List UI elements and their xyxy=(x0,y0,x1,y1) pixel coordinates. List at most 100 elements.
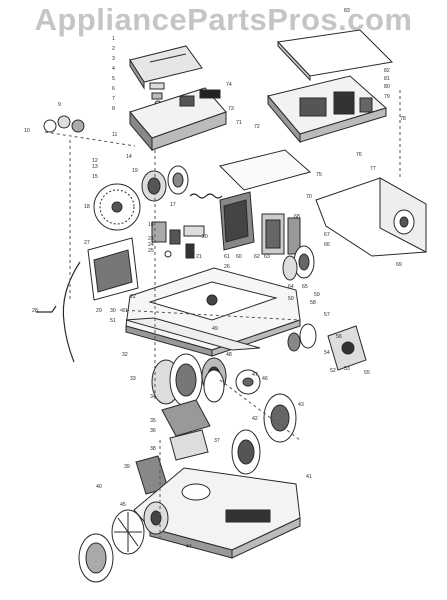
callout: 57 xyxy=(324,312,330,318)
bumper-strip xyxy=(125,317,261,351)
callout: 16 xyxy=(148,222,154,228)
callout: 48 xyxy=(226,352,232,358)
callout: 44 xyxy=(186,544,192,550)
rear-wheel-upper xyxy=(282,245,315,281)
callout: 51 xyxy=(110,318,116,324)
callout: 19 xyxy=(132,168,138,174)
callout: 40 xyxy=(96,484,102,490)
motor-cap xyxy=(287,323,367,371)
callout: 54 xyxy=(324,350,330,356)
callout: 7 xyxy=(112,96,115,102)
callout: 21 xyxy=(196,254,202,260)
handle-cover xyxy=(129,45,203,90)
callout: 20 xyxy=(202,234,208,240)
callout: 80 xyxy=(384,84,390,90)
callout: 24 xyxy=(148,242,154,248)
callout: 12 xyxy=(92,158,98,164)
callout: 65 xyxy=(302,284,308,290)
callout: 5 xyxy=(112,76,115,82)
callout: 64 xyxy=(288,284,294,290)
callout: 70 xyxy=(306,194,312,200)
callout: 43 xyxy=(298,402,304,408)
callout: 74 xyxy=(226,82,232,88)
callout: 81 xyxy=(384,76,390,82)
callout: 56 xyxy=(336,334,342,340)
callout: 71 xyxy=(236,120,242,126)
fan-disc xyxy=(203,369,261,403)
callout: 78 xyxy=(400,116,406,122)
callout: 79 xyxy=(384,94,390,100)
callout: 72 xyxy=(254,124,260,130)
callout: 28 xyxy=(32,308,38,314)
callout: 32 xyxy=(122,352,128,358)
callout: 35 xyxy=(150,418,156,424)
control-board xyxy=(87,237,139,301)
callout: 27 xyxy=(84,240,90,246)
callout: 34 xyxy=(150,394,156,400)
switch-assembly xyxy=(151,221,205,259)
callout: 15 xyxy=(92,174,98,180)
callout: 66 xyxy=(324,242,330,248)
callout: 38 xyxy=(150,446,156,452)
callout: 39 xyxy=(124,464,130,470)
lid-panel xyxy=(276,29,394,82)
callout: 17 xyxy=(170,202,176,208)
callout: 29 xyxy=(96,308,102,314)
callout: 18 xyxy=(84,204,90,210)
reel-drum xyxy=(141,165,189,202)
callout: 69 xyxy=(396,262,402,268)
front-wheel-outer xyxy=(78,533,114,583)
hood-housing xyxy=(129,87,227,152)
callout: 77 xyxy=(370,166,376,172)
callout: 52 xyxy=(330,368,336,374)
motor-module xyxy=(261,213,301,255)
spring-part xyxy=(189,193,223,199)
callout: 31 xyxy=(122,308,128,314)
callout: 2 xyxy=(112,46,115,52)
front-wheel-inner xyxy=(143,501,169,535)
callout: 10 xyxy=(24,128,30,134)
callout: 36 xyxy=(150,428,156,434)
callout: 58 xyxy=(310,300,316,306)
callout: 3 xyxy=(112,56,115,62)
callout: 37 xyxy=(214,438,220,444)
terminal-block xyxy=(43,115,85,133)
callout-numbers: 1 2 3 4 5 6 7 8 9 10 11 12 13 14 15 16 1… xyxy=(24,8,406,550)
front-wheel-hub xyxy=(111,509,145,555)
callout: 41 xyxy=(306,474,312,480)
rear-housing xyxy=(267,75,388,144)
callout: 14 xyxy=(126,154,132,160)
callout: 53 xyxy=(344,366,350,372)
callout: 67 xyxy=(324,232,330,238)
callout: 4 xyxy=(112,66,115,72)
cord-reel xyxy=(93,183,141,231)
callout: 75 xyxy=(316,172,322,178)
callout: 49 xyxy=(212,326,218,332)
callout: 6 xyxy=(112,86,115,92)
cord-plug-lead xyxy=(36,305,57,313)
callout: 46 xyxy=(262,376,268,382)
callout: 73 xyxy=(228,106,234,112)
callout: 50 xyxy=(288,296,294,302)
bottom-plate xyxy=(133,467,301,559)
callout: 30 xyxy=(110,308,116,314)
callout: 63 xyxy=(264,254,270,260)
callout: 42 xyxy=(252,416,258,422)
callout: 23 xyxy=(148,236,154,242)
callout: 59 xyxy=(314,292,320,298)
callout: 60 xyxy=(236,254,242,260)
callout: 11 xyxy=(112,132,117,138)
callout: 13 xyxy=(92,164,98,170)
brush-assembly xyxy=(161,399,211,461)
callout: 1 xyxy=(112,36,115,42)
electronic-module xyxy=(219,191,255,251)
callout: 55 xyxy=(364,370,370,376)
callout: 82 xyxy=(384,68,390,74)
callout: 45 xyxy=(120,502,126,508)
callout: 76 xyxy=(356,152,362,158)
callout: 47 xyxy=(252,372,258,378)
dust-bag xyxy=(315,177,427,257)
callout: 8 xyxy=(112,106,115,112)
callout: 33 xyxy=(130,376,136,382)
callout: 83 xyxy=(344,8,350,14)
